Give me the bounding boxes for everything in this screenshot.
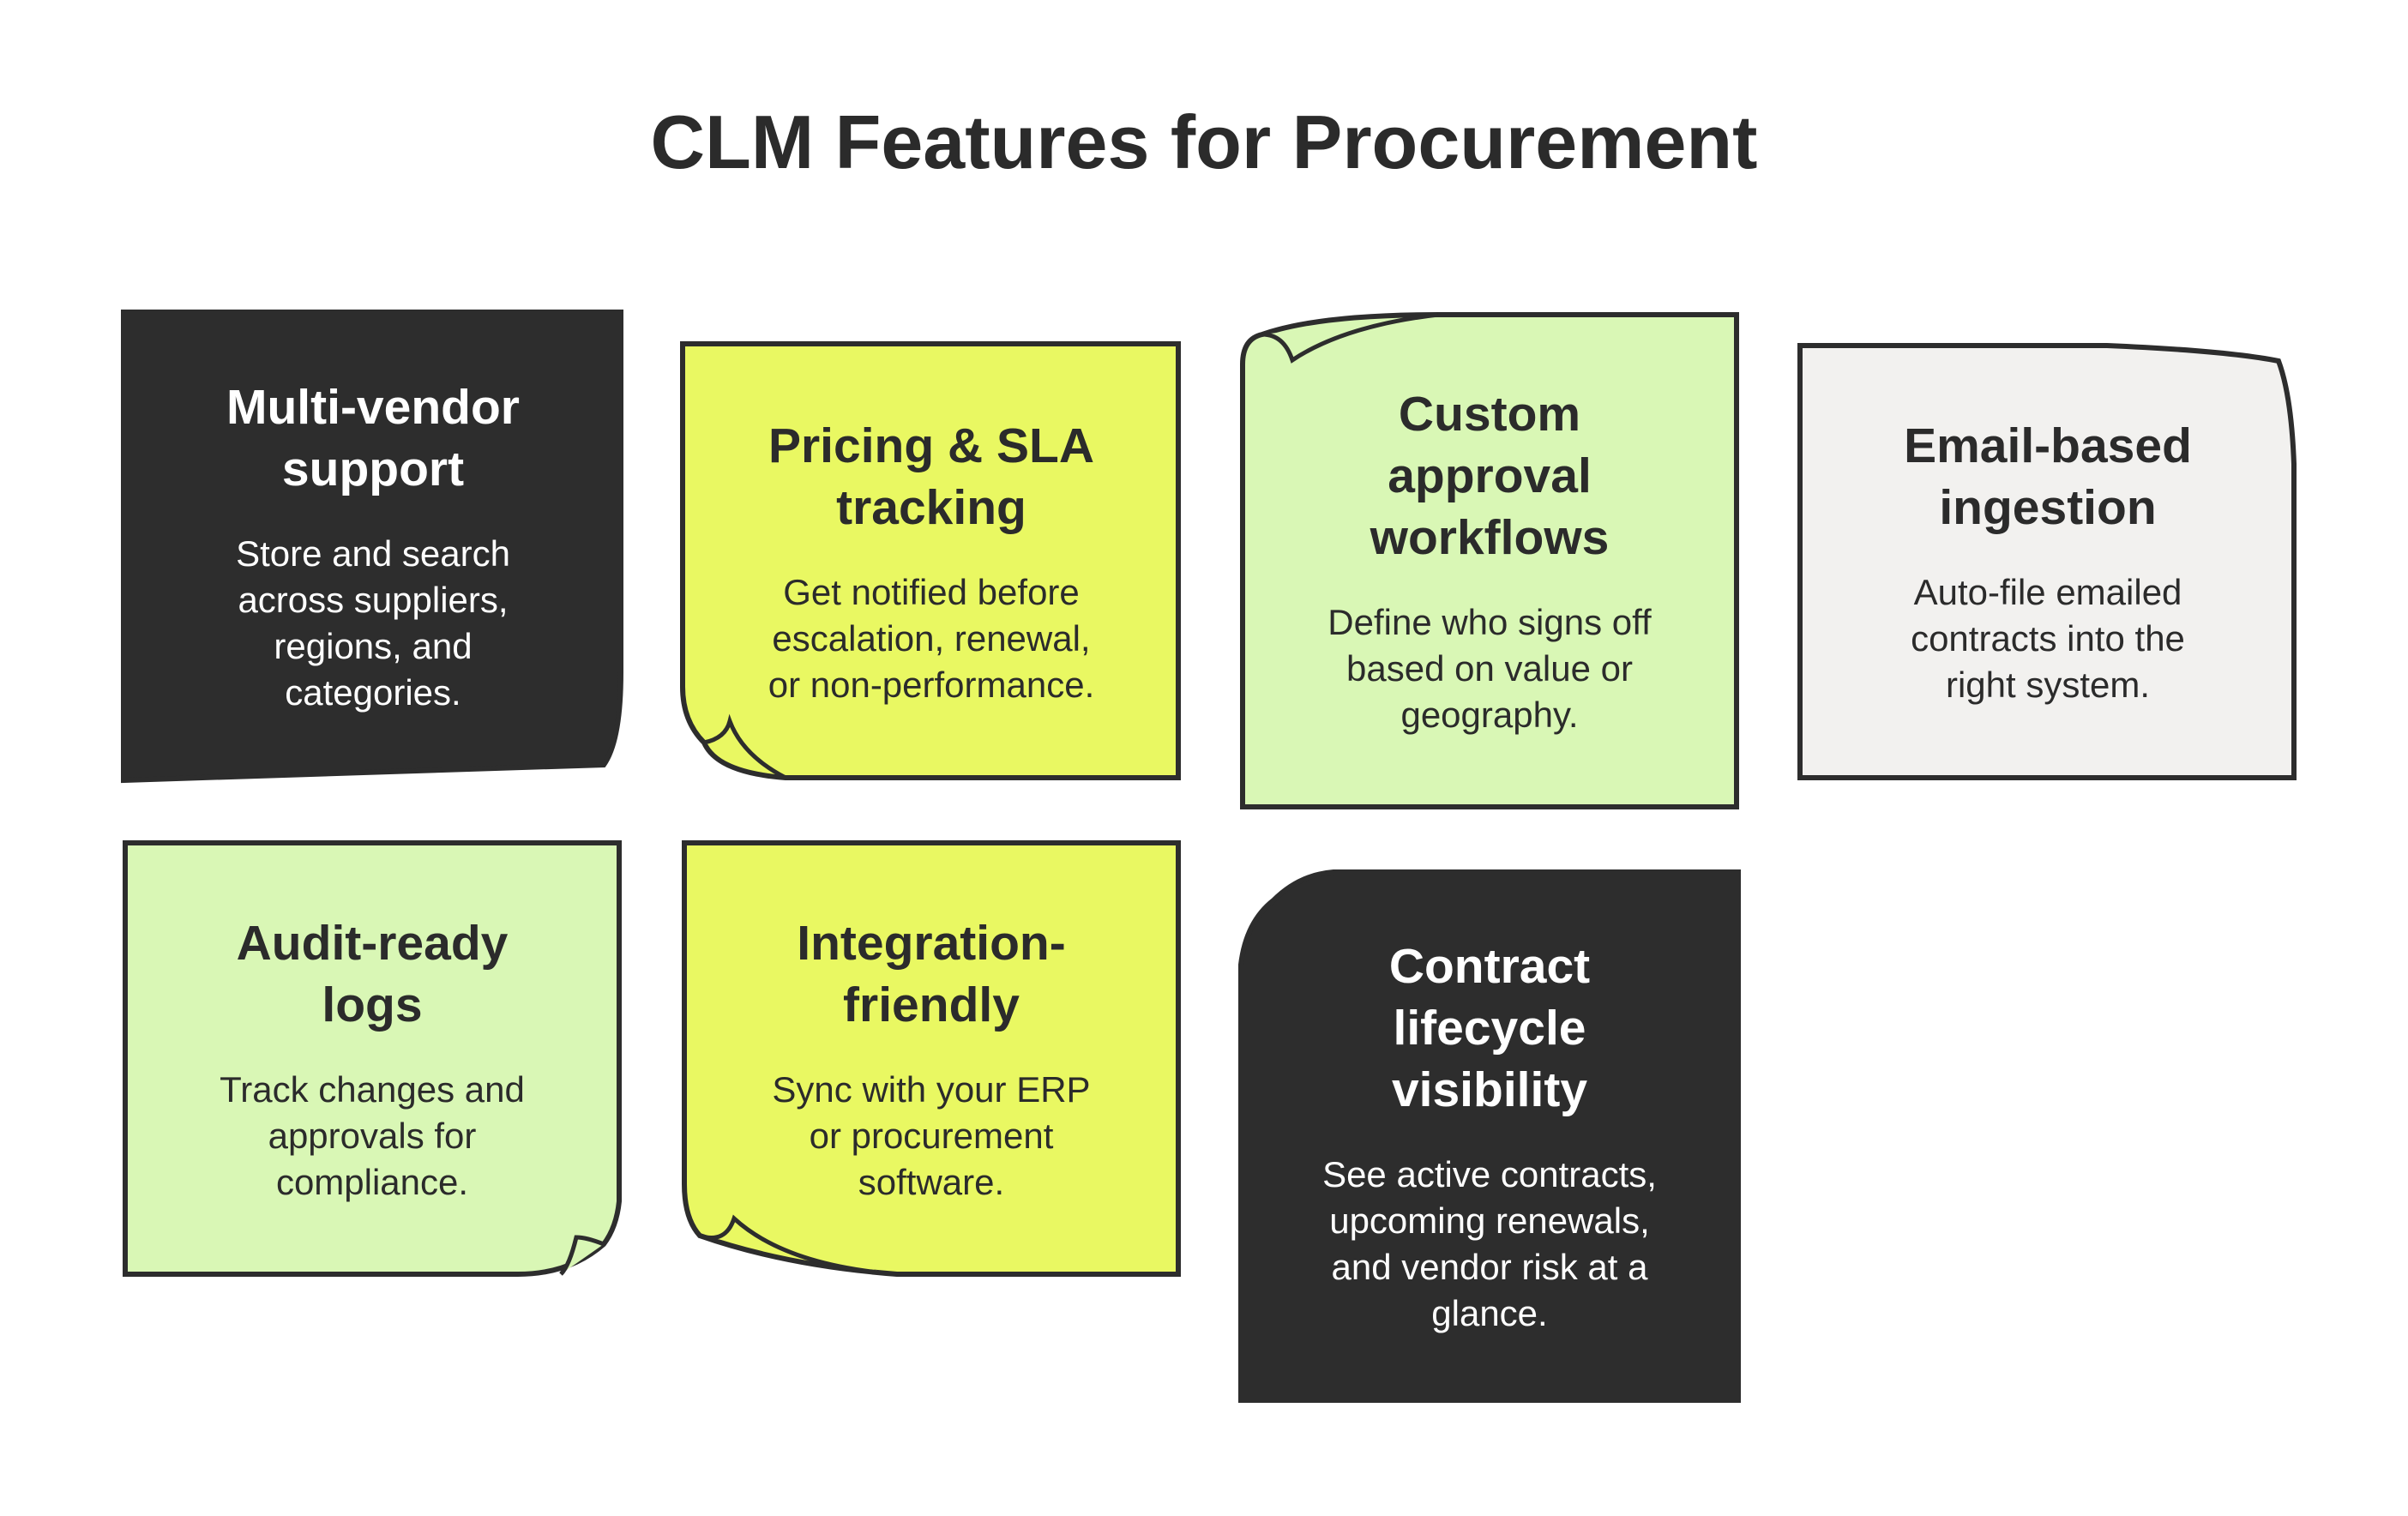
card-title: Multi-vendor support bbox=[226, 380, 520, 496]
card-body: Get notified before escalation, renewal,… bbox=[768, 572, 1095, 705]
card-shape bbox=[1240, 312, 1739, 809]
card-shape bbox=[123, 840, 622, 1277]
card-email-based-ingestion: Email-based ingestion Auto-file emailed … bbox=[1797, 343, 2297, 780]
card-body: Define who signs off based on value or g… bbox=[1327, 602, 1652, 735]
card-title: Custom approval workflows bbox=[1370, 387, 1610, 565]
card-contract-lifecycle-visibility: Contract lifecycle visibility See active… bbox=[1238, 869, 1741, 1403]
card-integration-friendly: Integration- friendly Sync with your ERP… bbox=[682, 840, 1181, 1277]
card-body: Auto-file emailed contracts into the rig… bbox=[1911, 572, 2185, 705]
card-body: Sync with your ERP or procurement softwa… bbox=[772, 1068, 1091, 1202]
card-pricing-sla-tracking: Pricing & SLA tracking Get notified befo… bbox=[680, 341, 1181, 780]
card-title: Integration- friendly bbox=[797, 915, 1066, 1032]
card-shape bbox=[1238, 869, 1741, 1403]
card-body: Store and search across suppliers, regio… bbox=[236, 533, 510, 713]
card-title: Audit-ready logs bbox=[236, 915, 509, 1032]
card-audit-ready-logs: Audit-ready logs Track changes and appro… bbox=[123, 840, 622, 1277]
card-custom-approval-workflows: Custom approval workflows Define who sig… bbox=[1240, 312, 1739, 809]
card-body: Track changes and approvals for complian… bbox=[220, 1068, 525, 1202]
card-body: See active contracts, upcoming renewals,… bbox=[1322, 1154, 1657, 1333]
card-title: Contract lifecycle visibility bbox=[1388, 939, 1591, 1117]
card-shape bbox=[682, 840, 1181, 1277]
card-shape bbox=[1797, 343, 2297, 780]
card-title: Pricing & SLA tracking bbox=[768, 418, 1095, 535]
card-multi-vendor-support: Multi-vendor support Store and search ac… bbox=[121, 310, 623, 784]
card-title: Email-based ingestion bbox=[1904, 418, 2192, 535]
card-shape bbox=[680, 341, 1181, 780]
card-shape bbox=[121, 310, 623, 784]
page-title: CLM Features for Procurement bbox=[650, 99, 1758, 184]
